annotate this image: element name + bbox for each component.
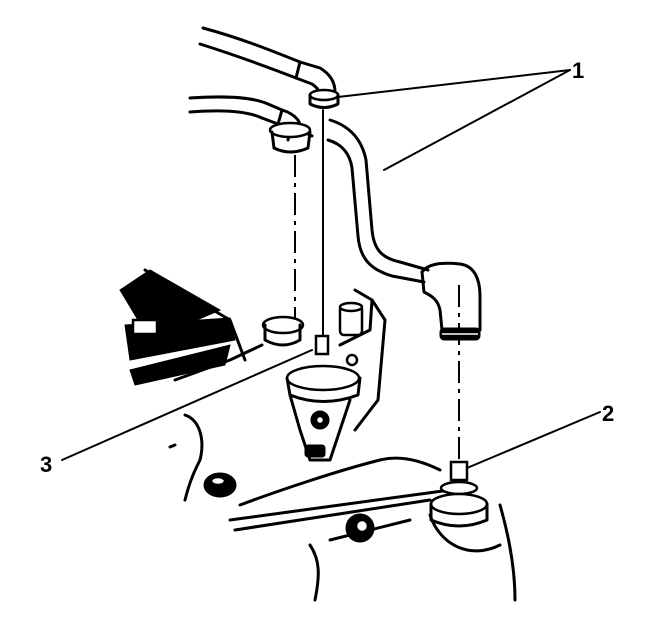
engine-lower-contours <box>168 413 517 602</box>
callout-1: 1 <box>572 58 585 83</box>
bent-pipe <box>326 118 430 284</box>
leader-3 <box>61 349 313 461</box>
callout-2: 2 <box>602 401 615 426</box>
regulator-nipple <box>314 334 330 356</box>
callout-3: 3 <box>40 452 53 477</box>
upper-hose-fitting <box>308 88 340 109</box>
bolt-left <box>203 472 237 498</box>
regulator <box>173 288 387 462</box>
leader-1a <box>337 69 571 98</box>
upper-hose <box>198 26 337 98</box>
bolt-right <box>345 513 375 543</box>
left-cap-fitting <box>268 121 312 154</box>
engine-block-hatched <box>119 268 247 386</box>
sensor-fitting <box>429 460 489 528</box>
leader-lines <box>61 69 601 469</box>
leader-1b <box>383 69 571 171</box>
elbow-connector <box>420 261 482 341</box>
leader-2 <box>466 411 601 469</box>
